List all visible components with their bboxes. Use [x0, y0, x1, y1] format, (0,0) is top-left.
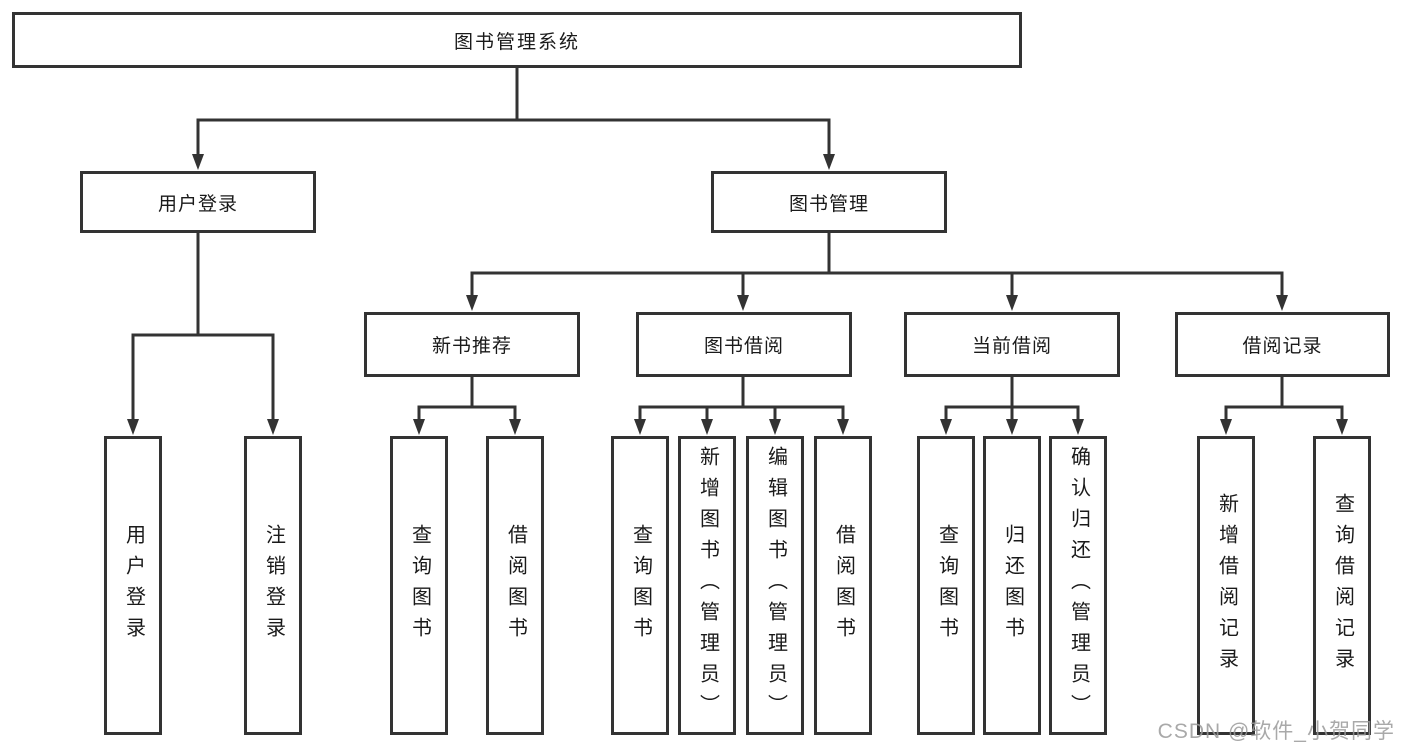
leaf-query-books-recommend: 查询图书: [390, 436, 448, 735]
connector-book-borrowing-branch: [638, 377, 845, 423]
connector-user-login-branch: [131, 233, 275, 423]
arrowhead-icon-book-borrowing-branch: [634, 419, 849, 435]
node-library-system: 图书管理系统: [12, 12, 1022, 68]
leaf-add-books-admin: 新增图书（管理员）: [678, 436, 736, 735]
leaf-logout: 注销登录: [244, 436, 302, 735]
node-book-management: 图书管理: [711, 171, 947, 233]
arrowhead-icon-book-management-branch: [466, 295, 1288, 311]
node-book-borrowing: 图书借阅: [636, 312, 852, 377]
arrowhead-icon-current-borrowing-branch: [940, 419, 1084, 435]
node-current-borrowing: 当前借阅: [904, 312, 1120, 377]
node-user-login: 用户登录: [80, 171, 316, 233]
arrowhead-icon-user-login-branch: [127, 419, 279, 435]
leaf-query-borrow-record: 查询借阅记录: [1313, 436, 1371, 735]
arrowhead-icon-borrowing-records-branch: [1220, 419, 1348, 435]
connector-borrowing-records-branch: [1224, 377, 1344, 423]
arrowhead-icon-new-book-recommendation-branch: [413, 419, 521, 435]
node-borrowing-records: 借阅记录: [1175, 312, 1390, 377]
leaf-return-books: 归还图书: [983, 436, 1041, 735]
leaf-user-login: 用户登录: [104, 436, 162, 735]
leaf-borrow-books-borrowing: 借阅图书: [814, 436, 872, 735]
leaf-add-borrow-record: 新增借阅记录: [1197, 436, 1255, 735]
leaf-query-books-borrowing: 查询图书: [611, 436, 669, 735]
connector-book-management-branch: [470, 233, 1284, 299]
connector-new-book-recommendation-branch: [417, 377, 517, 423]
leaf-query-books-current: 查询图书: [917, 436, 975, 735]
node-new-book-recommendation: 新书推荐: [364, 312, 580, 377]
connector-root-branch: [196, 68, 831, 158]
connector-current-borrowing-branch: [944, 377, 1080, 423]
leaf-borrow-books-recommend: 借阅图书: [486, 436, 544, 735]
leaf-confirm-return-admin: 确认归还（管理员）: [1049, 436, 1107, 735]
leaf-edit-books-admin: 编辑图书（管理员）: [746, 436, 804, 735]
arrowhead-icon-root-branch: [192, 154, 835, 170]
